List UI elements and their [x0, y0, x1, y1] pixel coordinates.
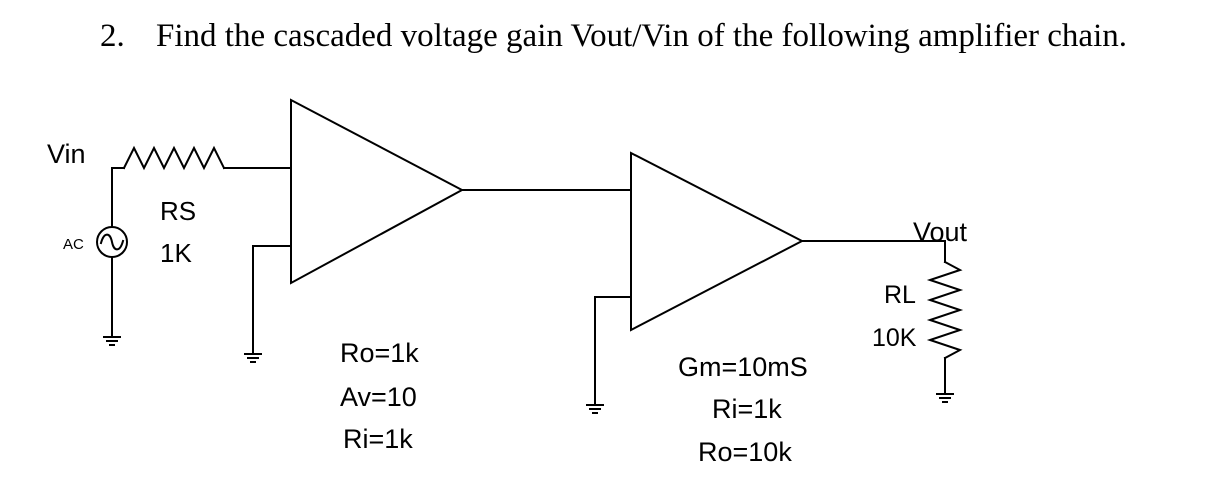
stage1-reference-wire — [252, 245, 292, 355]
rs-name-label: RS — [160, 196, 196, 226]
vout-label: Vout — [913, 217, 968, 247]
ground-symbol-source — [103, 336, 121, 346]
ground-symbol-stage1 — [244, 353, 262, 363]
question-body: Find the cascaded voltage gain Vout/Vin … — [156, 18, 1127, 54]
ac-source-wave — [99, 233, 125, 251]
stage1-av-label: Av=10 — [340, 382, 417, 412]
stage2-reference-wire — [594, 296, 632, 406]
ground-symbol-stage2 — [586, 404, 604, 414]
amplifier-1-triangle — [290, 98, 465, 285]
ground-symbol-load — [936, 393, 954, 403]
vin-label: Vin — [47, 139, 86, 169]
stage1-ri-label: Ri=1k — [343, 424, 413, 454]
rs-resistor — [122, 145, 226, 171]
rs-value-label: 1K — [160, 238, 192, 268]
amplifier-2-triangle — [630, 151, 805, 332]
stage2-ri-label: Ri=1k — [712, 394, 782, 424]
question-number: 2. — [100, 18, 125, 54]
rl-resistor — [926, 260, 964, 360]
rl-value-label: 10K — [872, 324, 917, 352]
stage2-gm-label: Gm=10mS — [678, 352, 808, 382]
rl-name-label: RL — [884, 281, 916, 309]
stage2-ro-label: Ro=10k — [698, 437, 792, 467]
stage1-ro-label: Ro=1k — [340, 338, 419, 368]
ac-source-label: AC — [63, 236, 84, 253]
question-text: 2. Find the cascaded voltage gain Vout/Vi… — [100, 18, 1127, 55]
